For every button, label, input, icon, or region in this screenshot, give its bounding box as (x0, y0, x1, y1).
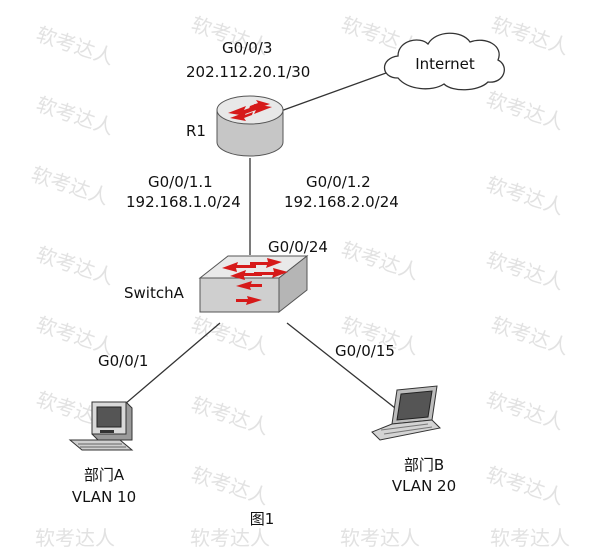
dept-b-vlan: VLAN 20 (392, 477, 456, 495)
router-arrows-icon (228, 100, 272, 121)
watermark: 软考达人 (483, 172, 567, 220)
dept-a-name: 部门A (84, 466, 125, 484)
watermark: 软考达人 (188, 462, 272, 510)
internet-cloud-icon: Internet (383, 32, 505, 91)
router-wan-ip: 202.112.20.1/30 (186, 63, 310, 81)
watermark: 软考达人 (33, 22, 117, 70)
watermark: 软考达人 (483, 247, 567, 295)
switch-port-dept-a: G0/0/1 (98, 352, 148, 370)
watermark: 软考达人 (28, 162, 112, 210)
switch-arrows-icon (222, 258, 288, 280)
dept-a-vlan: VLAN 10 (72, 488, 136, 506)
switch-name: SwitchA (124, 284, 185, 302)
link-switch-dept-b (286, 322, 396, 409)
router-subif2-network: 192.168.2.0/24 (284, 193, 399, 211)
watermark: 软考达人 (188, 392, 272, 440)
router-wan-port: G0/0/3 (222, 39, 272, 57)
watermark: 软考达人 (340, 526, 420, 550)
watermark: 软考达人 (483, 387, 567, 435)
watermark: 软考达人 (35, 526, 115, 550)
dept-b-name: 部门B (404, 456, 444, 474)
watermark: 软考达人 (338, 237, 422, 285)
switch-uplink-port: G0/0/24 (268, 238, 328, 256)
watermark: 软考达人 (488, 312, 572, 360)
watermark: 软考达人 (483, 87, 567, 135)
switch-icon (198, 254, 309, 314)
link-router-internet (277, 67, 401, 113)
watermark: 软考达人 (33, 242, 117, 290)
watermark: 软考达人 (190, 526, 270, 550)
link-switch-dept-a (117, 322, 221, 411)
switch-port-dept-b: G0/0/15 (335, 342, 395, 360)
router-subif2-port: G0/0/1.2 (306, 173, 371, 191)
watermark: 软考达人 (483, 462, 567, 510)
figure-caption: 图1 (250, 510, 275, 528)
router-icon (216, 95, 284, 157)
links (117, 67, 401, 411)
router-subif1-network: 192.168.1.0/24 (126, 193, 241, 211)
switch-front-arrows-icon (236, 281, 262, 305)
watermark: 软考达人 (490, 526, 570, 550)
watermark: 软考达人 (488, 12, 572, 60)
router-subif1-port: G0/0/1.1 (148, 173, 213, 191)
desktop-pc-icon (68, 401, 134, 451)
laptop-icon (371, 385, 442, 441)
internet-label: Internet (415, 55, 475, 73)
watermark: 软考达人 (33, 92, 117, 140)
router-name: R1 (186, 122, 206, 140)
